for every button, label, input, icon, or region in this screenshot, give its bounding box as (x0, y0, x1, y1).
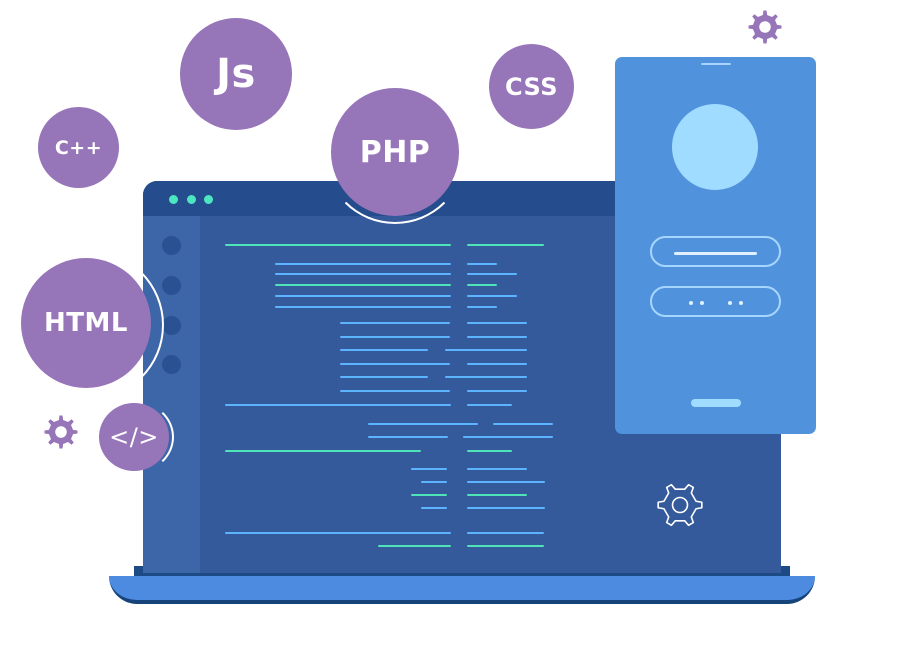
gear-outline-icon (657, 483, 703, 527)
phone-speaker (701, 63, 731, 65)
password-field (650, 286, 781, 317)
css-bubble: CSS (489, 44, 574, 129)
code-line (467, 507, 545, 509)
code-line (340, 390, 450, 392)
tag-ring (96, 401, 174, 473)
laptop-base (109, 576, 815, 604)
code-line (340, 376, 428, 378)
html-ring (14, 250, 164, 400)
username-placeholder-line (674, 252, 757, 255)
gutter-dot (162, 316, 181, 335)
code-line (493, 423, 553, 425)
code-line (467, 306, 497, 308)
window-dot (187, 195, 196, 204)
code-line (340, 336, 450, 338)
code-line (368, 436, 448, 438)
code-line (225, 244, 451, 246)
password-dot (689, 301, 693, 305)
gutter-dot (162, 236, 181, 255)
code-line (467, 336, 527, 338)
code-line (340, 349, 428, 351)
code-line (275, 263, 451, 265)
password-dot (700, 301, 704, 305)
code-line (275, 306, 451, 308)
code-tag-icon: </> (99, 403, 169, 471)
code-line (411, 494, 447, 496)
php-ring (324, 82, 466, 224)
login-button (691, 399, 741, 407)
avatar (672, 104, 758, 190)
password-dot (739, 301, 743, 305)
code-line (225, 532, 451, 534)
code-line (411, 468, 447, 470)
code-line (275, 284, 451, 286)
code-line (467, 450, 512, 452)
code-line (467, 363, 527, 365)
password-dot (728, 301, 732, 305)
window-dot (204, 195, 213, 204)
code-line (467, 273, 517, 275)
code-line (340, 322, 450, 324)
phone-mockup (615, 57, 816, 434)
cpp-bubble: C++ (38, 107, 119, 188)
code-line (467, 322, 527, 324)
code-line (421, 481, 447, 483)
code-line (467, 532, 544, 534)
code-line (225, 450, 421, 452)
window-dot (169, 195, 178, 204)
code-line (467, 494, 527, 496)
code-line (467, 284, 497, 286)
username-field (650, 236, 781, 267)
code-line (467, 295, 517, 297)
code-line (275, 273, 451, 275)
code-line (340, 363, 450, 365)
code-line (467, 404, 512, 406)
code-line (467, 263, 497, 265)
code-line (467, 481, 545, 483)
editor-gutter (143, 216, 200, 573)
html-bubble: HTML (21, 258, 151, 388)
code-line (225, 404, 451, 406)
code-line (467, 545, 544, 547)
code-line (463, 436, 553, 438)
js-bubble: Js (180, 18, 292, 130)
gutter-dot (162, 276, 181, 295)
code-line (421, 507, 447, 509)
code-line (467, 390, 527, 392)
gutter-dot (162, 355, 181, 374)
code-line (368, 423, 478, 425)
code-line (275, 295, 451, 297)
code-line (445, 376, 527, 378)
code-line (467, 468, 527, 470)
code-line (445, 349, 527, 351)
php-bubble: PHP (331, 88, 459, 216)
gear-icon (748, 10, 782, 44)
code-line (467, 244, 544, 246)
code-line (378, 545, 451, 547)
gear-icon (44, 415, 78, 449)
